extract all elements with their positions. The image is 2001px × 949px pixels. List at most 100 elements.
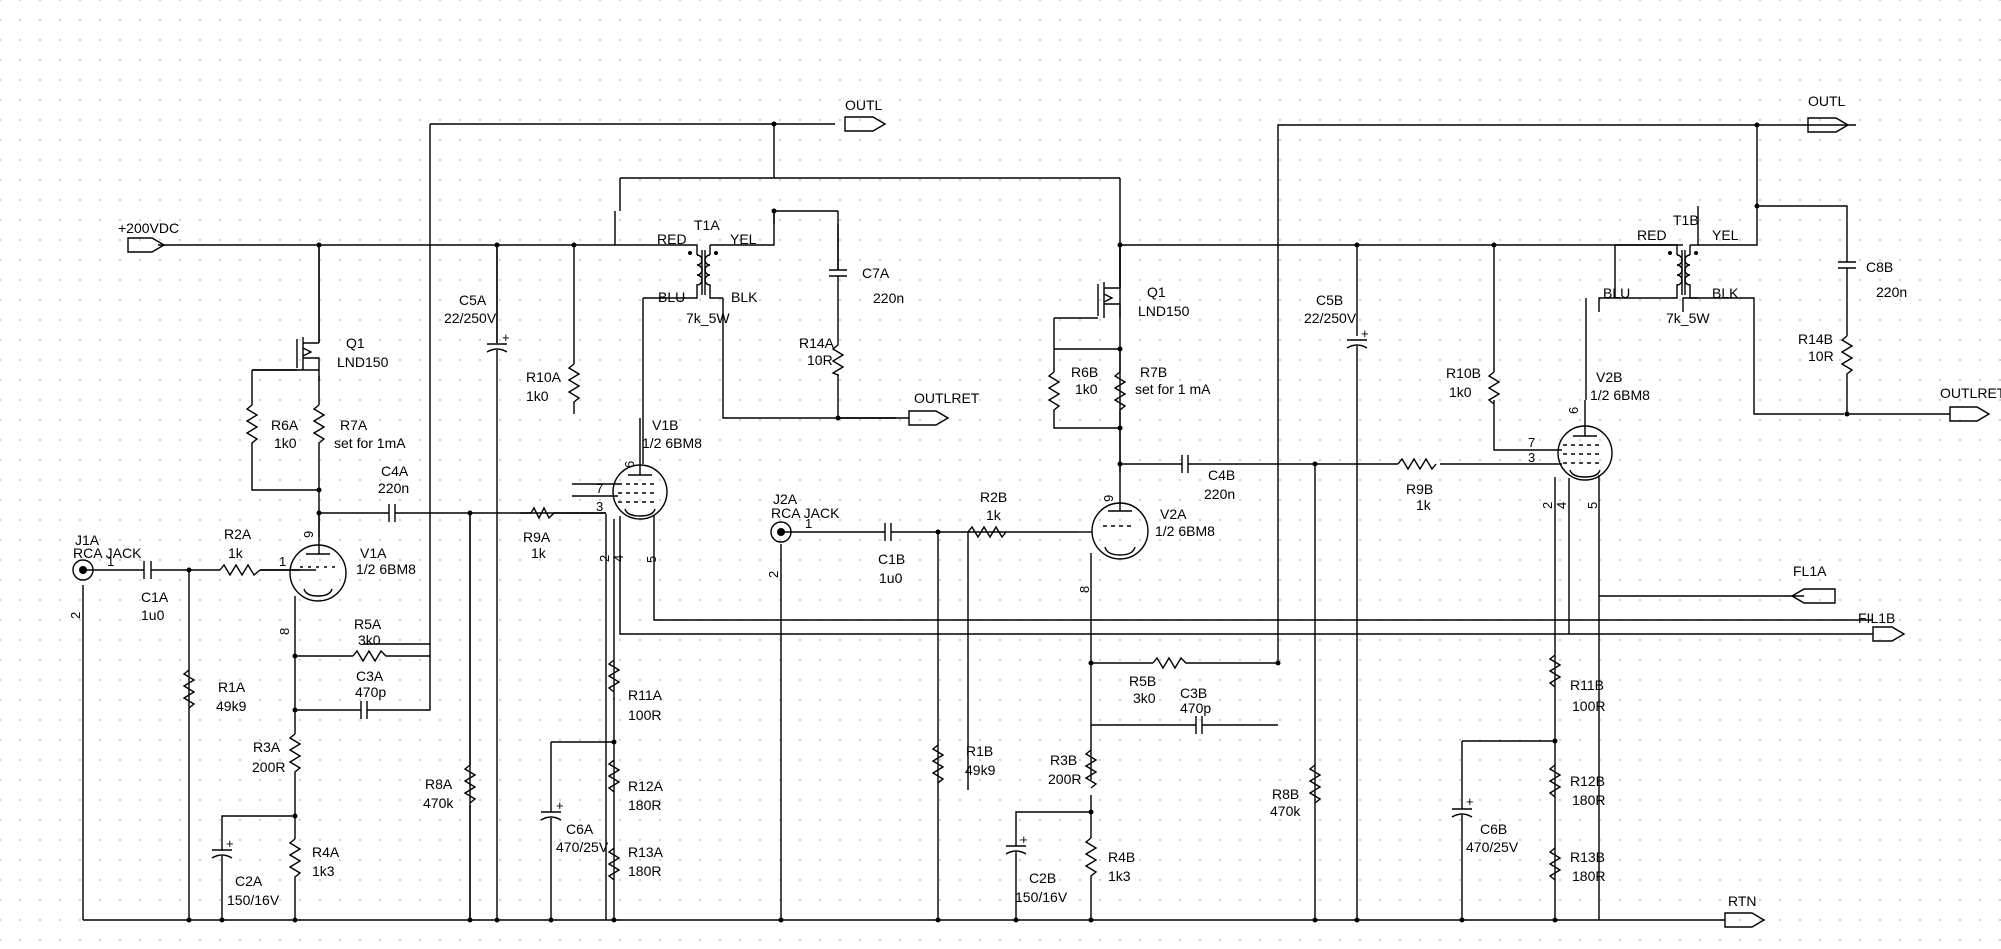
v1b-pin6: 6 bbox=[622, 461, 637, 468]
resistor-r7a bbox=[312, 404, 326, 455]
v2a-pin8: 8 bbox=[1077, 586, 1092, 593]
capacitor-c2a bbox=[211, 843, 233, 876]
r9a-value: 1k bbox=[531, 545, 547, 561]
port-outl-b-label: OUTL bbox=[1808, 93, 1846, 109]
c6a-value: 470/25V bbox=[556, 839, 609, 855]
c2a-ref: C2A bbox=[235, 873, 263, 889]
port-outlret-a-label: OUTLRET bbox=[914, 390, 980, 406]
vacuum-tubes bbox=[260, 400, 1613, 612]
t1b-ref: T1B bbox=[1673, 212, 1699, 228]
t1a-ref: T1A bbox=[694, 217, 720, 233]
v2b-pin5: 5 bbox=[1585, 502, 1600, 509]
r6a-value: 1k0 bbox=[274, 435, 297, 451]
r8b-ref: R8B bbox=[1272, 786, 1299, 802]
port-outlret-b bbox=[1949, 406, 1991, 422]
v1b-pin4: 4 bbox=[611, 555, 626, 562]
v2b-pin6: 6 bbox=[1566, 407, 1581, 414]
c1b-ref: C1B bbox=[878, 551, 905, 567]
r6a-ref: R6A bbox=[271, 417, 299, 433]
r10b-ref: R10B bbox=[1446, 365, 1481, 381]
r3a-ref: R3A bbox=[253, 739, 281, 755]
r12a-value: 180R bbox=[628, 797, 661, 813]
t1b-blu: BLU bbox=[1603, 285, 1630, 301]
r1b-ref: R1B bbox=[966, 743, 993, 759]
r6b-ref: R6B bbox=[1071, 364, 1098, 380]
tube-v1a bbox=[260, 513, 347, 612]
port-outl-b bbox=[1807, 117, 1850, 133]
j1a-pin2: 2 bbox=[68, 612, 83, 619]
resistor-r14a bbox=[831, 344, 845, 376]
transformer-t1b bbox=[1615, 206, 1699, 299]
resistor-r6b bbox=[1047, 371, 1061, 420]
r11b-value: 100R bbox=[1572, 698, 1605, 714]
resistor-r4a bbox=[288, 838, 302, 880]
v1a-pin9: 9 bbox=[301, 531, 316, 538]
capacitor-c6b bbox=[1451, 808, 1473, 836]
capacitor-c4a bbox=[381, 504, 402, 522]
c7a-ref: C7A bbox=[862, 265, 890, 281]
svg-text:+: + bbox=[226, 836, 234, 851]
resistor-r1b bbox=[931, 744, 945, 784]
r7a-value: set for 1mA bbox=[334, 435, 406, 451]
v1a-value: 1/2 6BM8 bbox=[356, 561, 416, 577]
c8b-value: 220n bbox=[1876, 284, 1907, 300]
capacitor-c7a bbox=[829, 224, 847, 298]
c6b-value: 470/25V bbox=[1466, 839, 1519, 855]
svg-text:+: + bbox=[1020, 832, 1028, 847]
capacitor-c2b bbox=[1005, 845, 1027, 876]
c3b-ref: C3B bbox=[1180, 685, 1207, 701]
port-fil1b-label: FIL1B bbox=[1858, 610, 1895, 626]
c6a-ref: C6A bbox=[566, 821, 594, 837]
r4b-value: 1k3 bbox=[1108, 868, 1131, 884]
t1a-blu: BLU bbox=[658, 289, 685, 305]
port-rtn bbox=[1724, 912, 1766, 928]
v1b-pin3: 3 bbox=[596, 499, 603, 514]
resistor-r5b bbox=[1152, 656, 1189, 670]
r12b-value: 180R bbox=[1572, 792, 1605, 808]
v1a-ref: V1A bbox=[360, 545, 387, 561]
v1b-ref: V1B bbox=[652, 417, 678, 433]
resistor-r9b bbox=[1397, 457, 1437, 471]
c1b-value: 1u0 bbox=[879, 570, 903, 586]
resistor-r4b bbox=[1084, 837, 1098, 880]
c5a-ref: C5A bbox=[459, 292, 487, 308]
t1b-yel: YEL bbox=[1712, 227, 1739, 243]
r5a-value: 3k0 bbox=[358, 632, 381, 648]
tube-v2a bbox=[1078, 485, 1149, 562]
t1a-yel: YEL bbox=[730, 231, 757, 247]
resistor-r2a bbox=[219, 563, 261, 577]
capacitor-c4b bbox=[1175, 455, 1196, 473]
off-page-ports bbox=[127, 116, 1991, 928]
resistor-r11a bbox=[607, 659, 621, 693]
resistor-r7b bbox=[1113, 371, 1127, 420]
rca-jack-j2a bbox=[770, 521, 792, 543]
t1b-red: RED bbox=[1637, 227, 1667, 243]
port-fl1a-label: FL1A bbox=[1793, 563, 1827, 579]
r5b-value: 3k0 bbox=[1133, 690, 1156, 706]
capacitor-c1b bbox=[878, 523, 900, 541]
r13b-ref: R13B bbox=[1570, 849, 1605, 865]
v1b-pin2: 2 bbox=[597, 555, 612, 562]
r11b-ref: R11B bbox=[1570, 677, 1604, 693]
r8b-value: 470k bbox=[1270, 803, 1301, 819]
resistor-r9a bbox=[530, 506, 558, 520]
r12b-ref: R12B bbox=[1570, 773, 1605, 789]
j2a-pin1: 1 bbox=[805, 516, 812, 531]
c6b-ref: C6B bbox=[1480, 821, 1507, 837]
r9a-ref: R9A bbox=[523, 529, 551, 545]
j2a-pin2: 2 bbox=[766, 571, 781, 578]
port-outl-a bbox=[844, 116, 887, 132]
resistor-r12a bbox=[607, 759, 621, 793]
r4a-value: 1k3 bbox=[312, 863, 335, 879]
r3b-value: 200R bbox=[1048, 771, 1081, 787]
j2a-ref: J2A bbox=[773, 491, 798, 507]
capacitor-c8b bbox=[1838, 257, 1856, 290]
v2b-ref: V2B bbox=[1596, 369, 1622, 385]
r14a-ref: R14A bbox=[799, 335, 835, 351]
r9b-ref: R9B bbox=[1406, 481, 1433, 497]
tube-v1b bbox=[572, 418, 668, 548]
r11a-value: 100R bbox=[628, 707, 661, 723]
c2a-value: 150/16V bbox=[227, 892, 280, 908]
